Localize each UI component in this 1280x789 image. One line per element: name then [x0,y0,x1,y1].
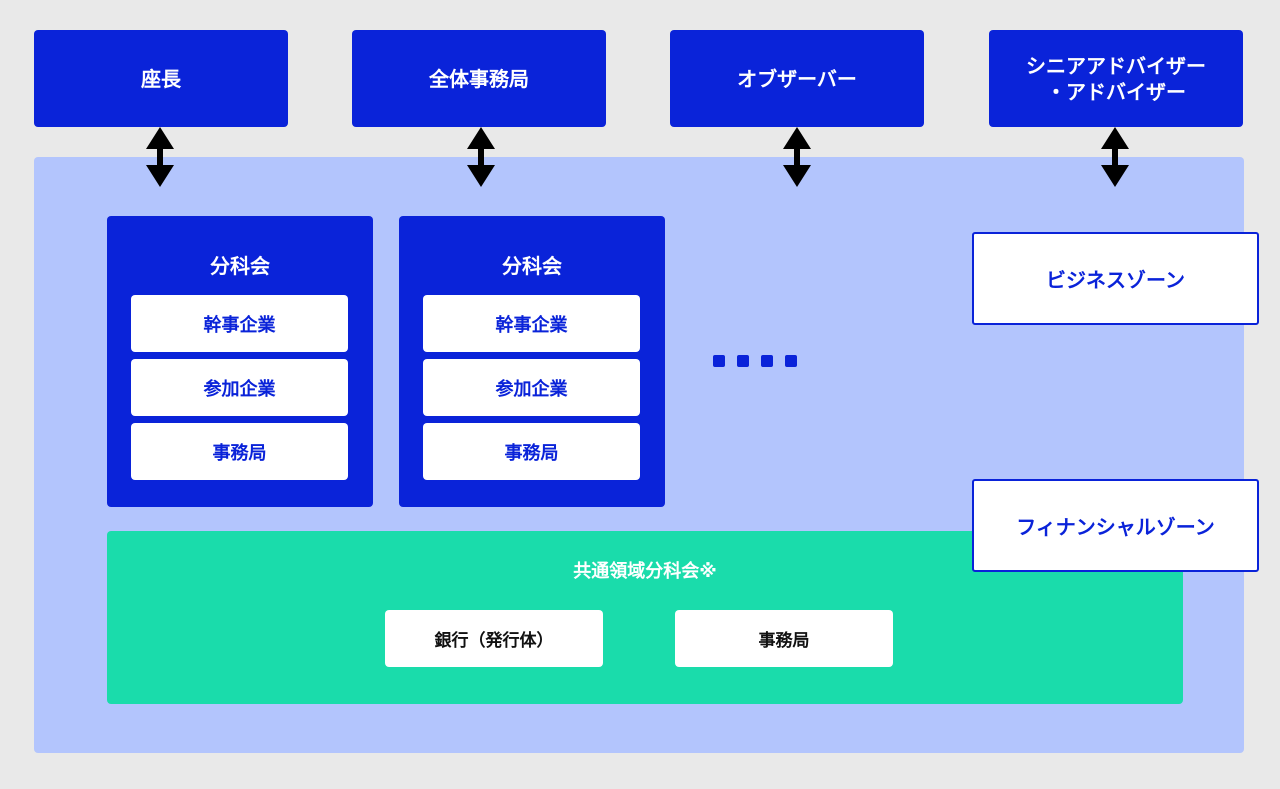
lead-company-box: 幹事企業 [423,295,640,352]
general-secretariat-box: 全体事務局 [352,30,606,127]
bank-issuer-box: 銀行（発行体） [385,610,603,667]
chairperson-box: 座長 [34,30,288,127]
secretariat-box: 事務局 [423,423,640,480]
common-domain-title: 共通領域分科会※ [573,561,717,582]
subcommittee-title: 分科会 [502,254,562,278]
more-subcommittees-ellipsis [713,355,797,367]
ellipsis-dot [761,355,773,367]
advisor-box: シニアアドバイザー ・アドバイザー [989,30,1243,127]
subcommittee-box: 分科会 幹事企業 参加企業 事務局 [399,216,665,507]
ellipsis-dot [785,355,797,367]
double-arrow-icon [146,127,174,187]
common-secretariat-box: 事務局 [675,610,893,667]
subcommittee-title: 分科会 [210,254,270,278]
double-arrow-icon [783,127,811,187]
participating-company-box: 参加企業 [131,359,348,416]
double-arrow-icon [1101,127,1129,187]
ellipsis-dot [737,355,749,367]
observer-box: オブザーバー [670,30,924,127]
subcommittee-box: 分科会 幹事企業 参加企業 事務局 [107,216,373,507]
lead-company-box: 幹事企業 [131,295,348,352]
finance-zone-box: フィナンシャルゾーン [972,479,1259,572]
ellipsis-dot [713,355,725,367]
secretariat-box: 事務局 [131,423,348,480]
double-arrow-icon [467,127,495,187]
participating-company-box: 参加企業 [423,359,640,416]
business-zone-box: ビジネスゾーン [972,232,1259,325]
